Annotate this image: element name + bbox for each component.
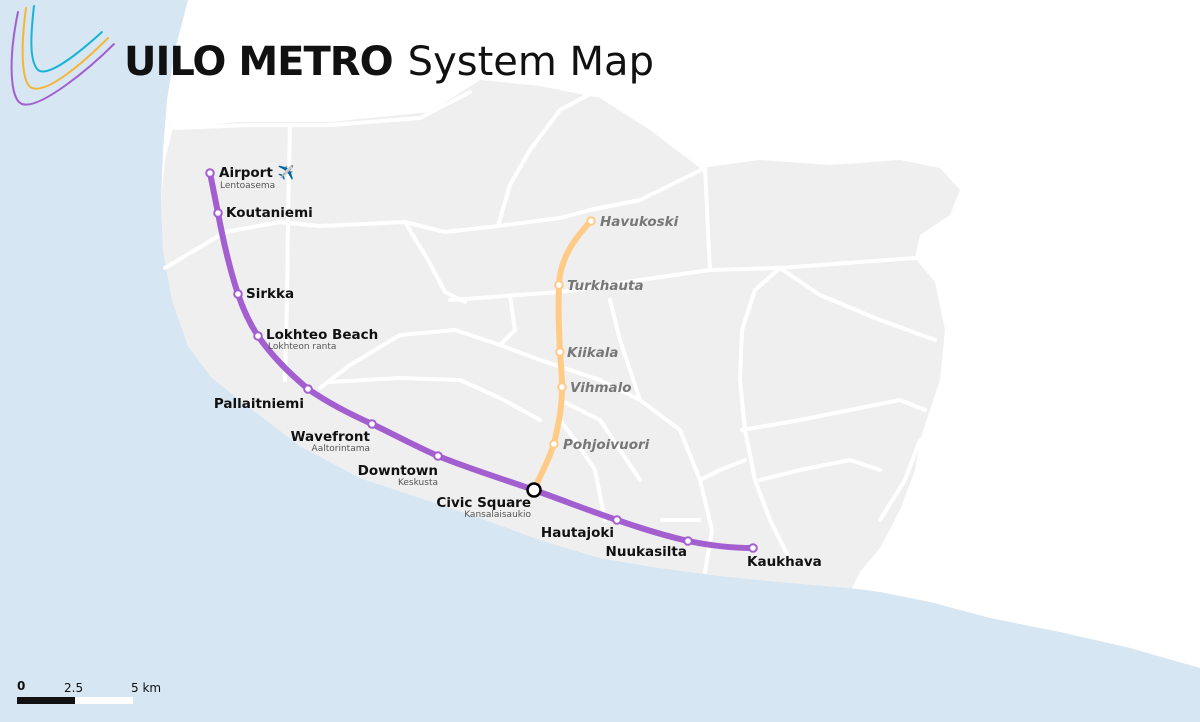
purple-stations: Airport ✈️ Lentoasema Koutaniemi Sirkka … — [205, 164, 822, 570]
station-label: Nuukasilta — [606, 544, 687, 560]
station-label: Wavefront — [291, 429, 371, 445]
station-label: Pohjoivuori — [563, 437, 650, 453]
station-downtown[interactable]: Downtown Keskusta — [358, 451, 443, 488]
station-koutaniemi[interactable]: Koutaniemi — [213, 205, 313, 221]
station-sirkka[interactable]: Sirkka — [233, 286, 294, 302]
scale-zero-label: 0 — [17, 679, 25, 693]
title-light: System Map — [408, 39, 654, 85]
station-label: Kaukhava — [747, 554, 822, 570]
station-label: Koutaniemi — [226, 205, 313, 221]
station-sublabel: Kansalaisaukio — [464, 510, 531, 520]
scale-segment-dark — [17, 697, 75, 704]
scale-segment-light — [75, 697, 133, 704]
station-label: Kiikala — [567, 345, 619, 361]
station-label: Sirkka — [246, 286, 294, 302]
station-label: Hautajoki — [541, 525, 614, 541]
station-label: Havukoski — [600, 214, 679, 230]
station-wavefront[interactable]: Wavefront Aaltorintama — [291, 419, 377, 454]
station-label: Civic Square — [436, 495, 531, 511]
station-label: Airport ✈️ — [219, 164, 294, 181]
station-pohjoivuori[interactable]: Pohjoivuori — [549, 437, 650, 453]
title-bold: UILO METRO — [124, 39, 393, 85]
station-sublabel: Keskusta — [398, 478, 438, 488]
station-label: Pallaitniemi — [214, 396, 304, 412]
scale-end-label: 5 km — [131, 681, 161, 695]
station-pallaitniemi[interactable]: Pallaitniemi — [214, 384, 313, 412]
station-sublabel: Lentoasema — [220, 181, 275, 191]
purple-line — [207, 170, 756, 551]
station-kiikala[interactable]: Kiikala — [555, 345, 619, 361]
station-sublabel: Lokhteon ranta — [268, 342, 336, 352]
station-civic-square[interactable]: Civic Square Kansalaisaukio — [436, 482, 542, 521]
station-lokhteo-beach[interactable]: Lokhteo Beach Lokhteon ranta — [253, 327, 378, 352]
scale-bar: 0 2.5 5 km — [17, 679, 161, 704]
scale-mid-label: 2.5 — [64, 681, 83, 695]
road-network — [163, 90, 937, 574]
station-nuukasilta[interactable]: Nuukasilta — [606, 536, 693, 560]
station-kaukhava[interactable]: Kaukhava — [747, 543, 822, 570]
orange-stations: Havukoski Turkhauta Kiikala Vihmalo Pohj… — [549, 214, 679, 453]
station-havukoski[interactable]: Havukoski — [586, 214, 679, 230]
station-sublabel: Aaltorintama — [312, 444, 370, 454]
station-label: Downtown — [358, 463, 438, 479]
station-label: Vihmalo — [570, 380, 632, 396]
station-label: Lokhteo Beach — [266, 327, 378, 343]
station-vihmalo[interactable]: Vihmalo — [557, 380, 632, 396]
uilo-metro-logo — [10, 5, 115, 106]
map-title: UILO METRO System Map — [124, 39, 654, 85]
station-label: Turkhauta — [567, 278, 644, 294]
station-hautajoki[interactable]: Hautajoki — [541, 515, 622, 541]
station-turkhauta[interactable]: Turkhauta — [554, 278, 644, 294]
station-airport[interactable]: Airport ✈️ Lentoasema — [205, 164, 294, 191]
